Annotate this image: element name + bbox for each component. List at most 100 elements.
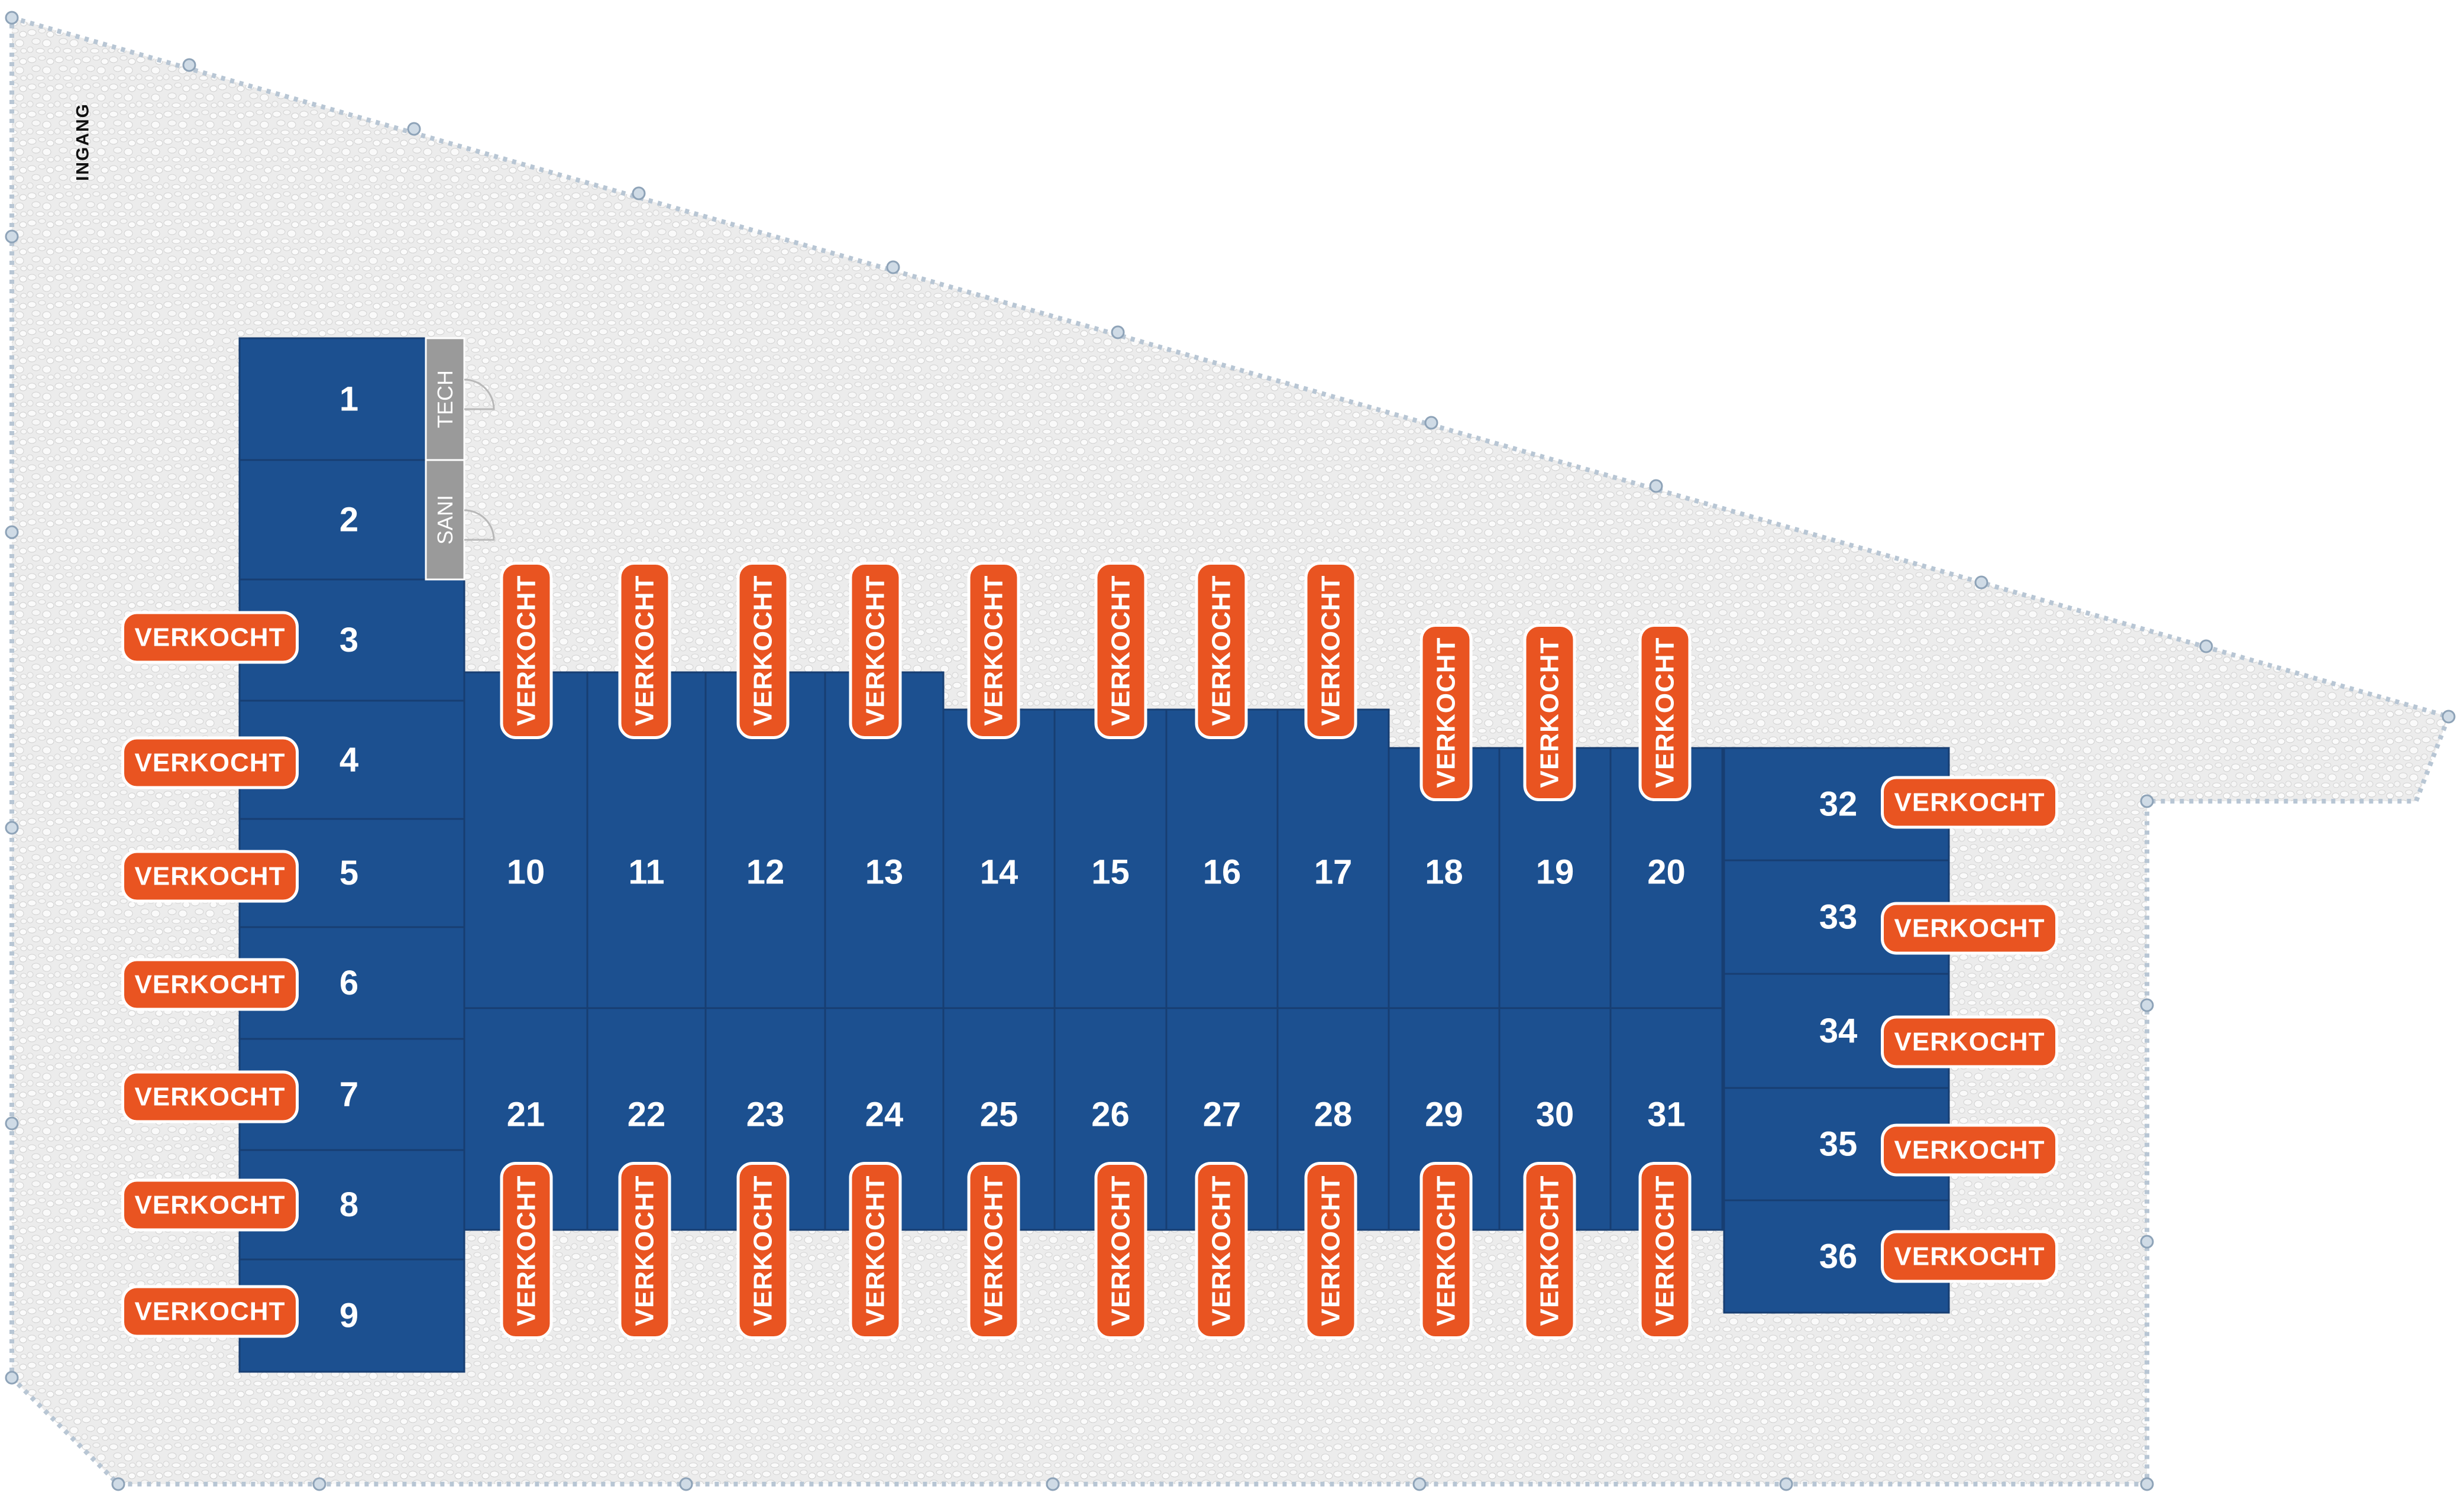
unit-plot[interactable] xyxy=(1276,708,1390,1009)
unit-number: 5 xyxy=(339,854,358,892)
fence-post xyxy=(2140,794,2154,808)
unit-2[interactable]: 2 xyxy=(238,459,427,581)
utility-room-shape xyxy=(425,459,465,581)
fence-post xyxy=(1412,1477,1427,1491)
sold-badge: VERKOCHT xyxy=(1638,624,1692,801)
fence-post xyxy=(5,1116,19,1131)
unit-23[interactable]: 23 xyxy=(704,1007,826,1231)
unit-17[interactable]: 17 xyxy=(1276,708,1390,1009)
sold-badge-shape xyxy=(1881,902,2058,955)
unit-plot[interactable] xyxy=(1165,708,1279,1009)
sold-badge-shape xyxy=(967,562,1020,739)
sold-badge: VERKOCHT xyxy=(736,1162,790,1339)
sold-badge-shape xyxy=(1195,562,1248,739)
unit-15[interactable]: 15 xyxy=(1053,708,1168,1009)
sold-badge-label: VERKOCHT xyxy=(749,1175,778,1326)
unit-number: 11 xyxy=(628,853,664,892)
unit-number: 32 xyxy=(1819,785,1858,824)
sold-badge-shape xyxy=(121,1178,299,1232)
sold-badge-label: VERKOCHT xyxy=(1432,1175,1461,1326)
sold-badge-shape xyxy=(736,1162,790,1339)
sold-badge-shape xyxy=(736,562,790,739)
unit-number: 3 xyxy=(339,621,358,659)
unit-number: 19 xyxy=(1536,853,1574,892)
unit-number: 24 xyxy=(865,1096,904,1134)
sold-badge: VERKOCHT xyxy=(1881,1015,2058,1068)
sold-badge: VERKOCHT xyxy=(500,562,553,739)
entrance-label: INGANG xyxy=(73,103,93,181)
unit-number: 17 xyxy=(1314,853,1353,892)
fence-post xyxy=(1974,575,1988,590)
sold-badge: VERKOCHT xyxy=(121,1070,299,1123)
unit-number: 18 xyxy=(1425,853,1463,892)
sold-badge-shape xyxy=(849,562,902,739)
fence-posts xyxy=(5,11,2456,1491)
unit-number: 28 xyxy=(1314,1096,1353,1134)
sold-badge-label: VERKOCHT xyxy=(1535,637,1564,788)
sold-badge: VERKOCHT xyxy=(1419,624,1473,801)
unit-12[interactable]: 12 xyxy=(704,671,826,1009)
sold-badge-shape xyxy=(1419,1162,1473,1339)
sold-badge-label: VERKOCHT xyxy=(135,623,286,652)
unit-16[interactable]: 16 xyxy=(1165,708,1279,1009)
fence-post xyxy=(5,821,19,835)
utility-room-tech: TECH xyxy=(425,337,495,461)
fence-post xyxy=(312,1477,326,1491)
sold-badge-label: VERKOCHT xyxy=(1107,575,1136,726)
sold-badge-label: VERKOCHT xyxy=(1894,1242,2045,1271)
sold-badge-label: VERKOCHT xyxy=(1894,914,2045,943)
sold-badge-label: VERKOCHT xyxy=(135,1191,286,1220)
unit-number: 12 xyxy=(746,853,785,892)
sold-badge-shape xyxy=(1881,1230,2058,1283)
unit-number: 35 xyxy=(1819,1125,1858,1164)
utility-room-label: SANI xyxy=(433,495,457,545)
fence-post xyxy=(1779,1477,1793,1491)
sold-badge-shape xyxy=(500,562,553,739)
fence-post xyxy=(2199,639,2213,653)
unit-number: 20 xyxy=(1647,853,1686,892)
sold-badge-shape xyxy=(618,562,671,739)
sold-badge-shape xyxy=(1523,1162,1576,1339)
sold-badge-shape xyxy=(1881,776,2058,829)
sold-badge: VERKOCHT xyxy=(736,562,790,739)
utility-layer: TECH SANI xyxy=(425,337,495,581)
sold-badge-label: VERKOCHT xyxy=(979,1175,1008,1326)
sold-badge-shape xyxy=(618,1162,671,1339)
unit-number: 34 xyxy=(1819,1012,1858,1050)
sold-badge: VERKOCHT xyxy=(618,562,671,739)
sold-badge-shape xyxy=(1881,1015,2058,1068)
sold-badge-shape xyxy=(1523,624,1576,801)
unit-plot[interactable] xyxy=(704,671,826,1009)
sold-badge: VERKOCHT xyxy=(1195,1162,1248,1339)
fence-post xyxy=(5,229,19,244)
sold-badge: VERKOCHT xyxy=(1881,1123,2058,1177)
sold-badge: VERKOCHT xyxy=(1094,1162,1147,1339)
unit-number: 6 xyxy=(339,964,358,1002)
sold-badge-label: VERKOCHT xyxy=(135,1297,286,1326)
sold-badge: VERKOCHT xyxy=(618,1162,671,1339)
sold-badge: VERKOCHT xyxy=(121,850,299,903)
sold-badge-label: VERKOCHT xyxy=(1535,1175,1564,1326)
sold-badge-label: VERKOCHT xyxy=(1894,1136,2045,1165)
sold-badge-shape xyxy=(1195,1162,1248,1339)
sold-badge: VERKOCHT xyxy=(1304,1162,1357,1339)
unit-14[interactable]: 14 xyxy=(942,708,1056,1009)
unit-plot[interactable] xyxy=(942,708,1056,1009)
sold-badge-shape xyxy=(121,1285,299,1338)
sold-badge-label: VERKOCHT xyxy=(749,575,778,726)
sold-badge-label: VERKOCHT xyxy=(135,862,286,891)
sold-badge-label: VERKOCHT xyxy=(1317,575,1346,726)
unit-1[interactable]: 1 xyxy=(238,337,427,461)
fence-post xyxy=(1649,479,1663,493)
sold-badge-shape xyxy=(121,1070,299,1123)
fence-post xyxy=(1111,325,1125,339)
unit-plot[interactable] xyxy=(238,337,427,461)
unit-plot[interactable] xyxy=(238,459,427,581)
sold-badge: VERKOCHT xyxy=(849,1162,902,1339)
sold-badge: VERKOCHT xyxy=(500,1162,553,1339)
fence-post xyxy=(679,1477,693,1491)
unit-number: 22 xyxy=(628,1096,666,1134)
fence-post xyxy=(1046,1477,1060,1491)
unit-number: 21 xyxy=(507,1096,545,1134)
